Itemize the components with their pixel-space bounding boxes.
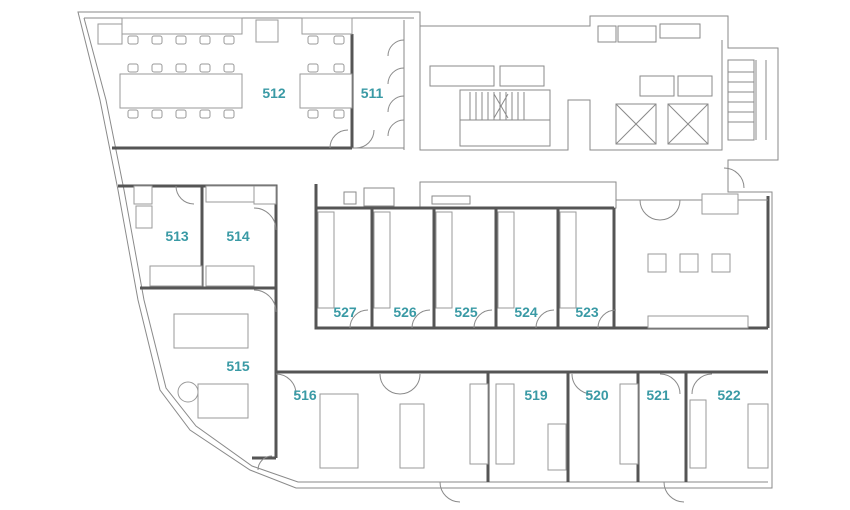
west-wing: [118, 184, 278, 471]
room-labels: 512 511 513 514 515 516 519 520 521 522 527 526 525 5…: [165, 85, 741, 403]
room-label-527[interactable]: 527: [333, 304, 357, 320]
room-label-521[interactable]: 521: [646, 387, 670, 403]
service-core: [343, 23, 767, 209]
room-label-519[interactable]: 519: [524, 387, 548, 403]
room-label-511[interactable]: 511: [361, 85, 384, 101]
lounge-east: [614, 167, 770, 330]
room-block-512-511: [97, 17, 405, 150]
room-label-513[interactable]: 513: [165, 228, 189, 244]
room-label-526[interactable]: 526: [393, 304, 417, 320]
room-label-524[interactable]: 524: [514, 304, 538, 320]
south-row: [275, 370, 769, 503]
room-label-523[interactable]: 523: [575, 304, 599, 320]
room-label-516[interactable]: 516: [293, 387, 317, 403]
room-label-514[interactable]: 514: [226, 228, 250, 244]
room-label-515[interactable]: 515: [226, 358, 250, 374]
room-label-522[interactable]: 522: [717, 387, 741, 403]
room-row-527-523: [314, 184, 617, 330]
room-label-512[interactable]: 512: [262, 85, 286, 101]
room-label-520[interactable]: 520: [585, 387, 609, 403]
room-label-525[interactable]: 525: [454, 304, 478, 320]
